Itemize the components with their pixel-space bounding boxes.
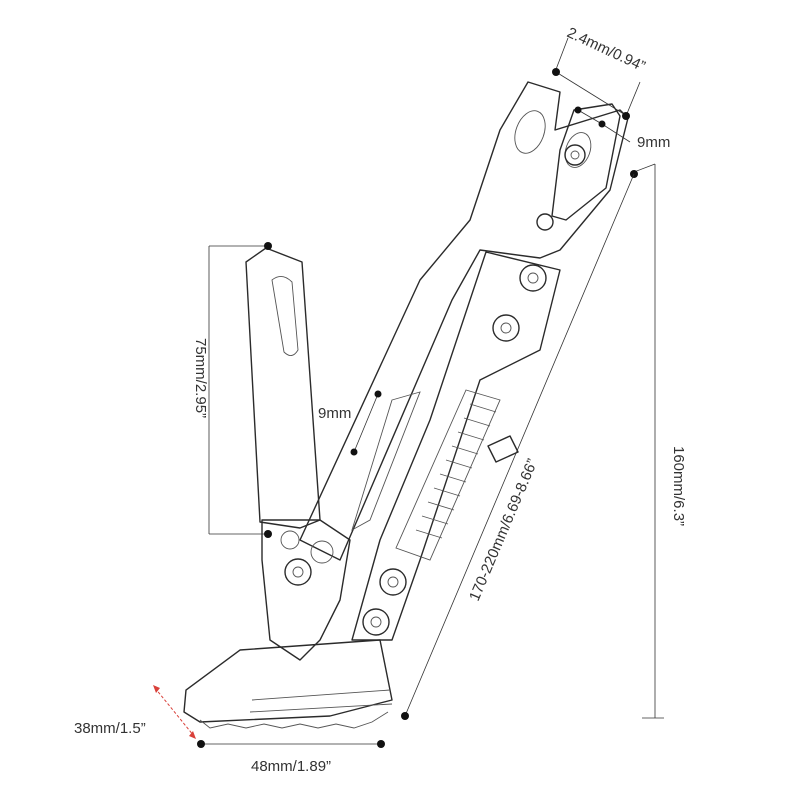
stand-body	[183, 81, 629, 729]
dim-foot-thickness: 38mm/1.5”	[74, 685, 196, 739]
dim-height: 160mm/6.3”	[630, 163, 687, 719]
label-foot-thickness: 38mm/1.5”	[74, 720, 146, 737]
label-hole-mid: 9mm	[318, 405, 351, 422]
dim-length: 170-220mm/6.69-8.66”	[401, 173, 635, 720]
label-foot-width: 48mm/1.89”	[251, 758, 331, 775]
label-plate: 75mm/2.95”	[192, 338, 209, 418]
dim-foot-width: 48mm/1.89”	[197, 740, 385, 775]
dim-plate: 75mm/2.95”	[192, 242, 272, 538]
label-height: 160mm/6.3”	[670, 446, 687, 526]
bolts	[280, 144, 586, 636]
dim-hole-mid: 9mm	[318, 390, 382, 456]
label-length: 170-220mm/6.69-8.66”	[466, 456, 541, 603]
grooves	[415, 403, 497, 539]
mounting-plate	[245, 247, 321, 529]
label-top-width: 2.4mm/0.94”	[564, 24, 647, 75]
dim-hole-top: 9mm	[574, 106, 670, 151]
label-hole-top: 9mm	[637, 134, 670, 151]
